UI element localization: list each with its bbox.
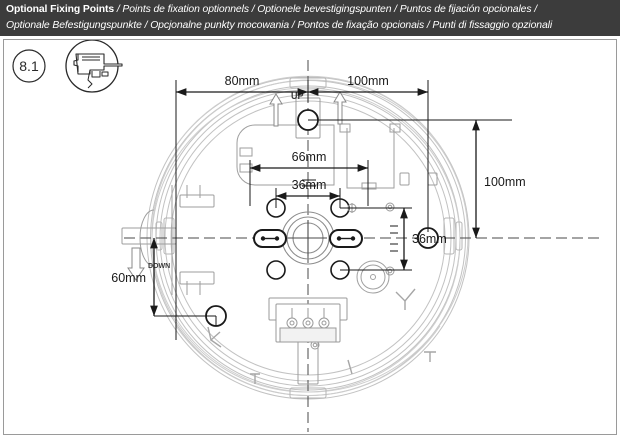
step-number: 8.1 <box>19 58 39 74</box>
up-arrow-left <box>269 93 283 127</box>
dimension-36mm-horizontal: 36mm <box>276 178 340 200</box>
diagram-canvas: 8.1 <box>4 40 616 434</box>
dimension-66mm: 66mm <box>250 150 368 172</box>
optional-fixing-points <box>205 109 439 327</box>
keyhole-slot-right <box>329 229 363 248</box>
dimension-100mm-vertical: 100mm <box>472 120 526 238</box>
assembly-chevrons <box>207 288 436 384</box>
dimension-66mm-label: 66mm <box>292 150 327 164</box>
up-arrow-right <box>333 91 347 125</box>
dimension-36mm-vertical-label: 36mm <box>412 232 447 246</box>
header-line-2: Optionale Befestigungspunkte / Opcjonaln… <box>6 20 553 31</box>
fixing-hole-lower-left <box>266 260 286 280</box>
dimension-100mm-horizontal-label: 100mm <box>347 74 389 88</box>
dimension-36mm-horizontal-label: 36mm <box>292 178 327 192</box>
header-title-bold: Optional Fixing Points <box>6 4 115 15</box>
header-line-1: Optional Fixing Points / Points de fixat… <box>6 2 614 18</box>
dimension-100mm-vertical-label: 100mm <box>484 175 526 189</box>
dimension-100mm-horizontal: 100mm <box>308 74 428 96</box>
central-hub <box>281 211 335 265</box>
dimension-80mm: 80mm <box>176 74 308 96</box>
step-badge: 8.1 <box>12 49 46 83</box>
down-arrow <box>127 247 145 281</box>
dimension-tick-marks <box>302 179 398 252</box>
down-label: DOWN <box>148 263 170 270</box>
diagram-frame: 8.1 <box>3 39 617 435</box>
inner-fixing-holes <box>266 198 350 280</box>
centerlines <box>124 60 604 432</box>
up-label: UP <box>291 91 304 101</box>
dimension-36mm-vertical: 36mm <box>400 208 447 270</box>
header-bar: Optional Fixing Points / Points de fixat… <box>0 0 620 36</box>
dimension-80mm-label: 80mm <box>225 74 260 88</box>
dimension-60mm-label: 60mm <box>111 271 146 285</box>
cable-entry-boss <box>356 260 390 294</box>
dimension-60mm: 60mm <box>111 238 158 316</box>
header-title-translations-1: / Points de fixation optionnels / Option… <box>114 4 538 15</box>
drill-icon <box>65 40 123 93</box>
terminal-block <box>268 297 348 343</box>
mounting-plate-details <box>121 97 438 385</box>
keyhole-slot-left <box>253 229 287 248</box>
